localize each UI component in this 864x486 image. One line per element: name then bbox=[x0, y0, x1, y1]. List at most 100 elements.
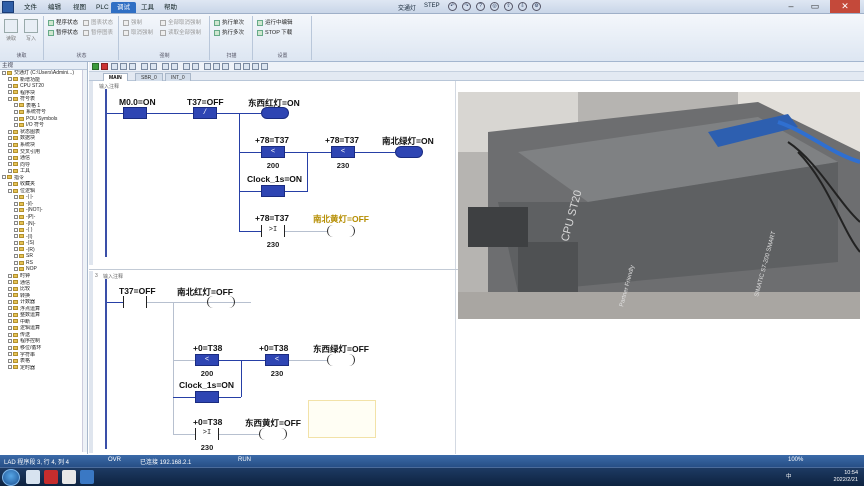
tab-main[interactable]: MAIN bbox=[103, 73, 128, 81]
expand-icon[interactable] bbox=[8, 299, 12, 304]
line-down-icon[interactable] bbox=[234, 63, 241, 70]
network-2-comment[interactable]: 输入注释 bbox=[99, 84, 120, 90]
tree-item[interactable]: I/O 符号 bbox=[0, 122, 87, 129]
menu-view[interactable]: 视图 bbox=[73, 4, 86, 11]
menu-debug[interactable]: 调试 bbox=[111, 2, 136, 13]
expand-icon[interactable] bbox=[8, 181, 12, 186]
tree-item[interactable]: 表格 bbox=[0, 358, 87, 365]
tree-item[interactable]: 通信 bbox=[0, 155, 87, 162]
chrome-icon[interactable] bbox=[62, 470, 76, 484]
run-icon[interactable] bbox=[92, 63, 99, 70]
pause-status-button[interactable]: 暂停状态 bbox=[48, 29, 78, 38]
expand-icon[interactable] bbox=[8, 162, 12, 167]
expand-icon[interactable] bbox=[2, 70, 6, 75]
pause-chart-button[interactable]: 暂停图表 bbox=[83, 29, 113, 38]
tree-item[interactable]: SR bbox=[0, 253, 87, 260]
expand-icon[interactable] bbox=[14, 103, 18, 108]
tree-item[interactable]: -|P|- bbox=[0, 214, 87, 221]
contact-t37[interactable] bbox=[123, 296, 147, 308]
expand-icon[interactable] bbox=[14, 221, 18, 226]
coil-ns-yellow[interactable] bbox=[327, 225, 355, 237]
tree-item[interactable]: -|/|- bbox=[0, 201, 87, 208]
stop-download-button[interactable]: STOP 下载 bbox=[257, 29, 292, 38]
compile-icon[interactable]: ◎ bbox=[490, 2, 499, 11]
read-button[interactable]: 读取 bbox=[2, 19, 20, 42]
tab-sbr0[interactable]: SBR_0 bbox=[135, 73, 163, 81]
expand-icon[interactable] bbox=[8, 96, 12, 101]
tree-item[interactable]: 交叉引用 bbox=[0, 149, 87, 156]
tree-item[interactable]: NOP bbox=[0, 266, 87, 273]
tree-item[interactable]: CPU ST20 bbox=[0, 83, 87, 90]
insert-icon[interactable] bbox=[141, 63, 148, 70]
menu-tools[interactable]: 工具 bbox=[141, 4, 154, 11]
expand-icon[interactable] bbox=[8, 149, 12, 154]
contact-clock3[interactable] bbox=[195, 391, 219, 403]
expand-icon[interactable] bbox=[14, 260, 18, 265]
tree-item[interactable]: 系统块 bbox=[0, 142, 87, 149]
network-3-comment[interactable]: 输入注释 bbox=[103, 274, 124, 280]
expand-icon[interactable] bbox=[8, 280, 12, 285]
tree-item[interactable]: -|N|- bbox=[0, 221, 87, 228]
unforce-button[interactable]: 取消强制 bbox=[123, 29, 153, 38]
expand-icon[interactable] bbox=[14, 123, 18, 128]
app-icon[interactable] bbox=[2, 1, 14, 13]
expand-icon[interactable] bbox=[14, 208, 18, 213]
unforce-all-button[interactable]: 全部取消强制 bbox=[160, 19, 201, 28]
expand-icon[interactable] bbox=[8, 339, 12, 344]
project-tree-scrollbar[interactable] bbox=[82, 70, 87, 452]
maximize-icon[interactable]: ▭ bbox=[810, 1, 820, 11]
line-left-icon[interactable] bbox=[252, 63, 259, 70]
tree-item[interactable]: 逻辑运算 bbox=[0, 325, 87, 332]
tree-item[interactable]: 移位/循环 bbox=[0, 345, 87, 352]
tree-item[interactable]: 交通灯 (C:\Users\Admini...) bbox=[0, 70, 87, 77]
delete-icon[interactable] bbox=[150, 63, 157, 70]
expand-icon[interactable] bbox=[8, 286, 12, 291]
input-language[interactable]: 中 bbox=[786, 474, 792, 480]
tree-item[interactable]: 时钟 bbox=[0, 273, 87, 280]
contact-t37-nc[interactable]: / bbox=[193, 107, 217, 119]
tree-item[interactable]: 整数运算 bbox=[0, 312, 87, 319]
tree-item[interactable]: 程序控制 bbox=[0, 338, 87, 345]
compile-tool-icon[interactable] bbox=[111, 63, 118, 70]
force-button[interactable]: 强制 bbox=[123, 19, 142, 28]
download-tool-icon[interactable] bbox=[129, 63, 136, 70]
tree-item[interactable]: 状态图表 bbox=[0, 129, 87, 136]
tree-item[interactable]: 数据块 bbox=[0, 135, 87, 142]
single-scan-button[interactable]: 执行单次 bbox=[214, 19, 244, 28]
expand-icon[interactable] bbox=[8, 365, 12, 370]
tree-item[interactable]: 表格 1 bbox=[0, 103, 87, 110]
expand-icon[interactable] bbox=[8, 142, 12, 147]
expand-icon[interactable] bbox=[14, 227, 18, 232]
tree-item[interactable]: 工具 bbox=[0, 168, 87, 175]
tree-item[interactable]: 比较 bbox=[0, 286, 87, 293]
multi-scan-button[interactable]: 执行多次 bbox=[214, 29, 244, 38]
coil-ns-green[interactable] bbox=[395, 146, 423, 158]
tree-item[interactable]: 传送 bbox=[0, 332, 87, 339]
expand-icon[interactable] bbox=[8, 312, 12, 317]
tree-item[interactable]: 指令 bbox=[0, 175, 87, 182]
expand-icon[interactable] bbox=[8, 83, 12, 88]
menu-help[interactable]: 帮助 bbox=[164, 4, 177, 11]
network-3-gutter[interactable] bbox=[89, 271, 93, 453]
tab-int0[interactable]: INT_0 bbox=[165, 73, 191, 81]
system-clock[interactable]: 10:54 2022/2/21 bbox=[833, 470, 858, 483]
expand-icon[interactable] bbox=[8, 345, 12, 350]
compare-cmp-c3[interactable]: >I bbox=[195, 428, 219, 440]
line-right-icon[interactable] bbox=[261, 63, 268, 70]
expand-icon[interactable] bbox=[14, 234, 18, 239]
expand-icon[interactable] bbox=[8, 326, 12, 330]
tree-item[interactable]: 位逻辑 bbox=[0, 188, 87, 195]
autocad-icon[interactable] bbox=[44, 470, 58, 484]
expand-icon[interactable] bbox=[8, 136, 12, 141]
expand-icon[interactable] bbox=[8, 273, 12, 278]
tree-item[interactable]: 向导 bbox=[0, 162, 87, 169]
expand-icon[interactable] bbox=[8, 352, 12, 357]
expand-icon[interactable] bbox=[14, 201, 18, 206]
line-up-icon[interactable] bbox=[243, 63, 250, 70]
contact-clock[interactable] bbox=[261, 185, 285, 197]
expand-icon[interactable] bbox=[8, 332, 12, 337]
compare-cmp-c[interactable]: >I bbox=[261, 225, 285, 237]
menu-edit[interactable]: 编辑 bbox=[48, 4, 61, 11]
expand-icon[interactable] bbox=[8, 319, 12, 324]
upload-icon[interactable]: ⇧ bbox=[504, 2, 513, 11]
